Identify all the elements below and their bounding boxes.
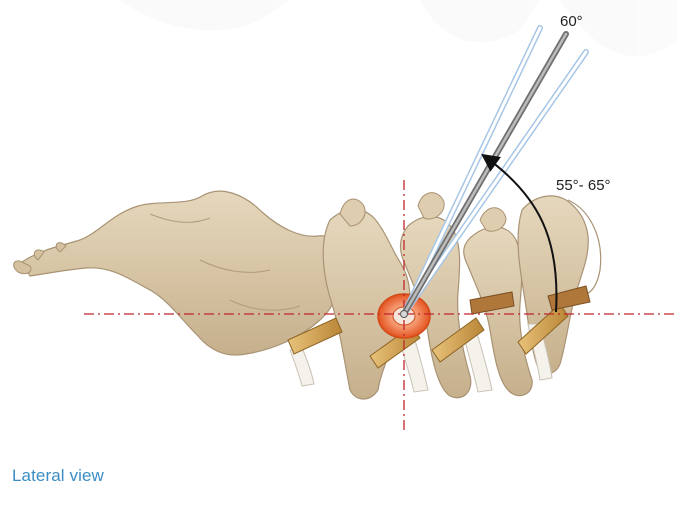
background-shapes xyxy=(120,0,677,56)
angle-range-label: 55°- 65° xyxy=(556,177,611,194)
needle-angle-label: 60° xyxy=(560,13,583,30)
figure-caption: Lateral view xyxy=(12,466,104,486)
sacrum xyxy=(14,191,341,355)
